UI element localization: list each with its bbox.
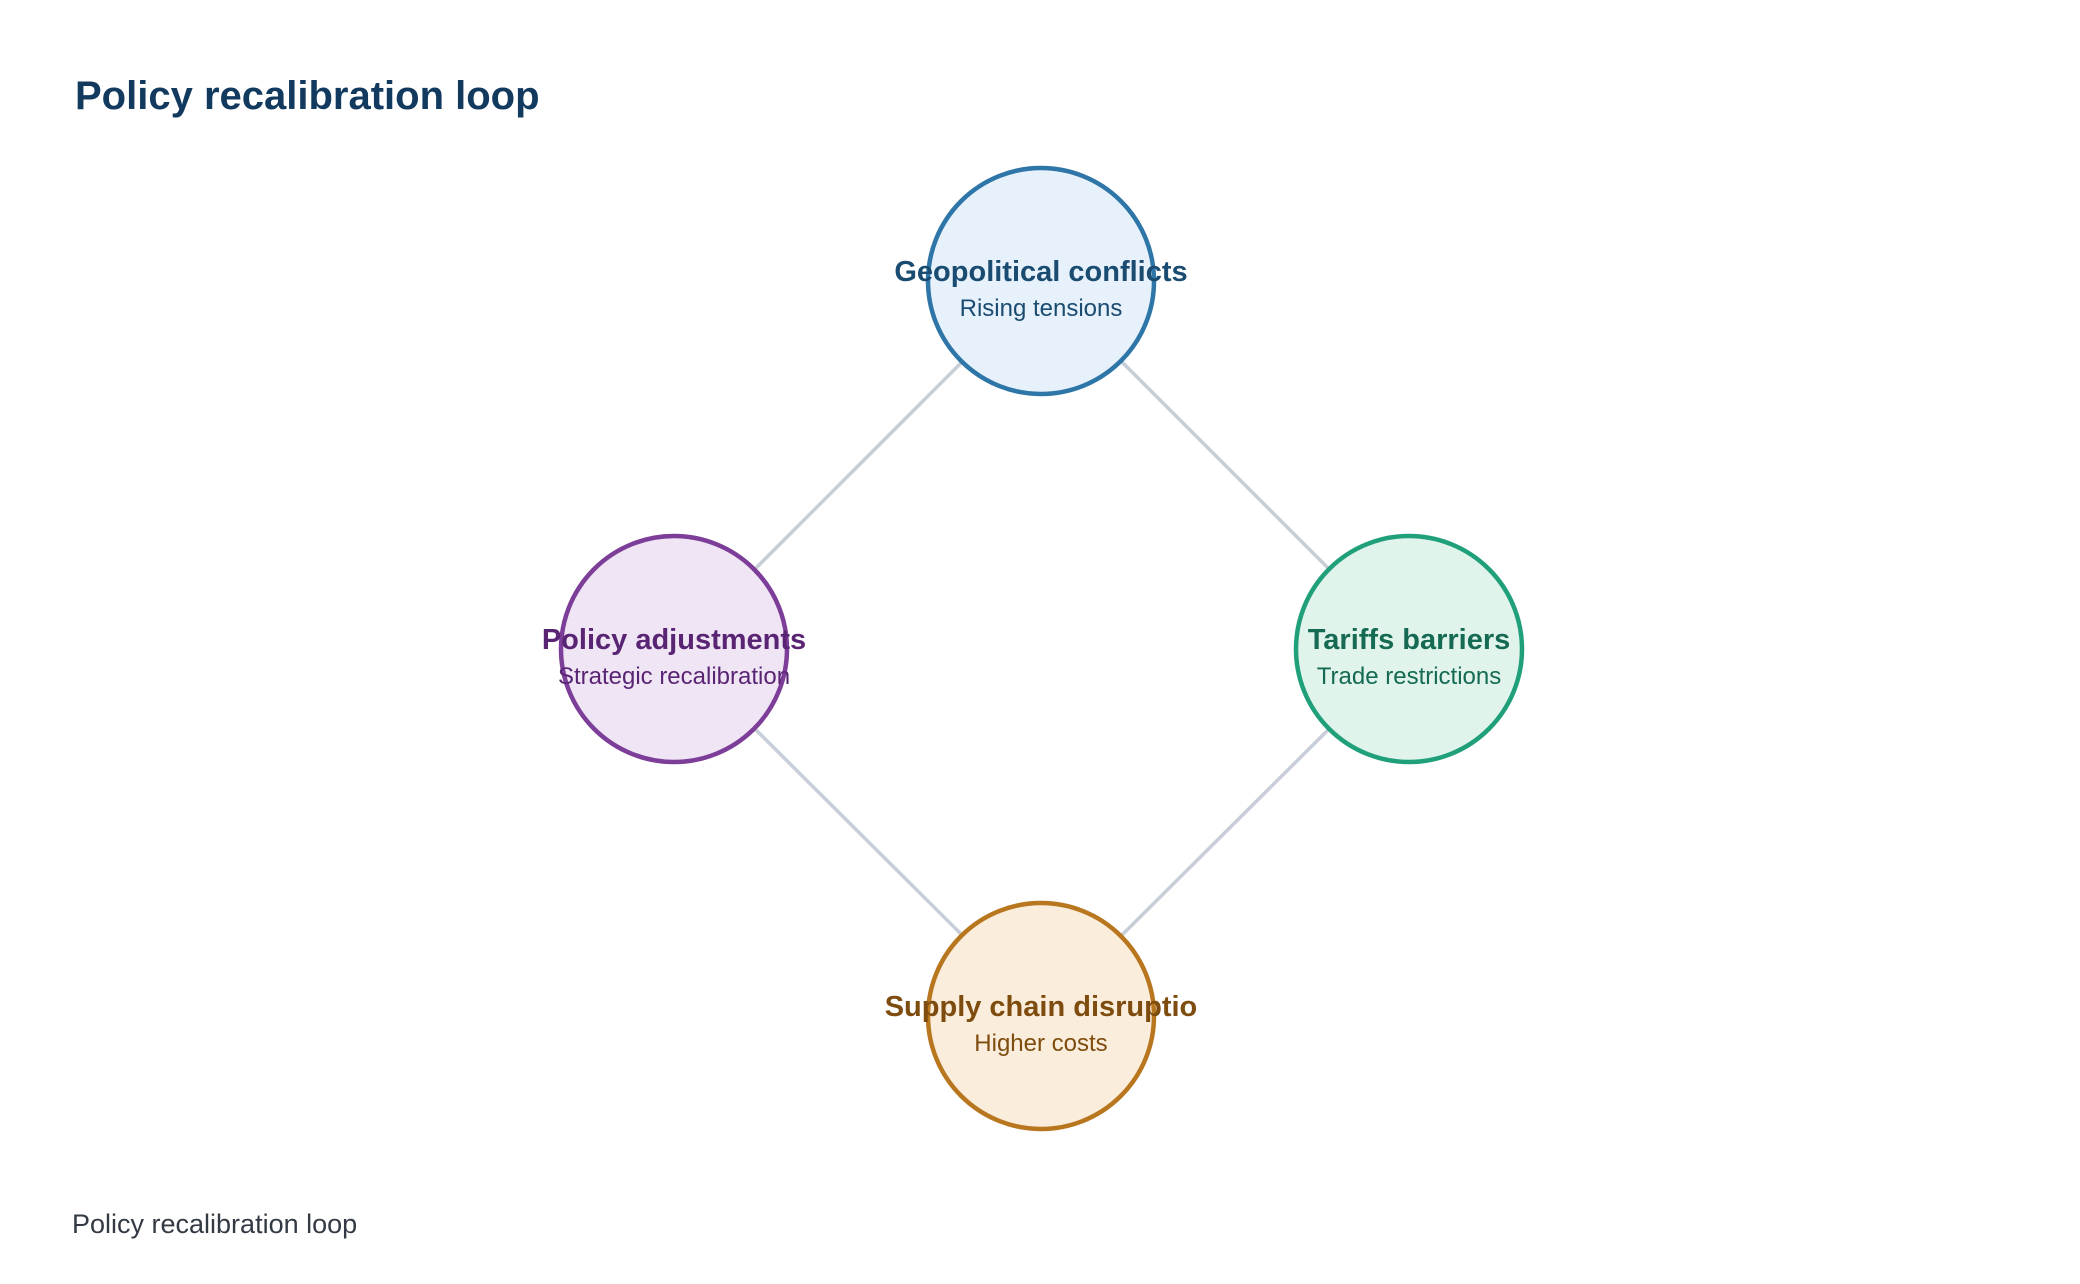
node-policy-subtitle: Strategic recalibration xyxy=(558,663,790,690)
node-supply: Supply chain disruptio Higher costs xyxy=(885,900,1198,1132)
diagram-caption: Policy recalibration loop xyxy=(72,1209,358,1239)
node-policy-title: Policy adjustments xyxy=(542,624,806,656)
node-supply-subtitle: Higher costs xyxy=(974,1030,1107,1057)
node-policy-circle xyxy=(558,533,790,765)
edge-geopolitical-tariffs xyxy=(1120,360,1331,571)
node-tariffs-circle xyxy=(1293,533,1525,765)
node-geopolitical-subtitle: Rising tensions xyxy=(960,295,1123,322)
edge-tariffs-supply xyxy=(1120,727,1331,937)
node-tariffs: Tariffs barriers Trade restrictions xyxy=(1293,533,1525,765)
node-policy: Policy adjustments Strategic recalibrati… xyxy=(542,533,806,765)
node-geopolitical: Geopolitical conflicts Rising tensions xyxy=(894,165,1188,397)
edge-supply-policy xyxy=(753,727,964,937)
node-supply-title: Supply chain disruptio xyxy=(885,991,1198,1023)
node-geopolitical-circle xyxy=(925,165,1157,397)
node-tariffs-title: Tariffs barriers xyxy=(1308,624,1511,656)
edge-policy-geopolitical xyxy=(753,360,964,571)
node-supply-circle xyxy=(925,900,1157,1132)
node-geopolitical-title: Geopolitical conflicts xyxy=(894,256,1187,288)
node-tariffs-subtitle: Trade restrictions xyxy=(1317,663,1502,690)
page-title: Policy recalibration loop xyxy=(75,74,540,118)
edge-layer xyxy=(753,360,1331,937)
